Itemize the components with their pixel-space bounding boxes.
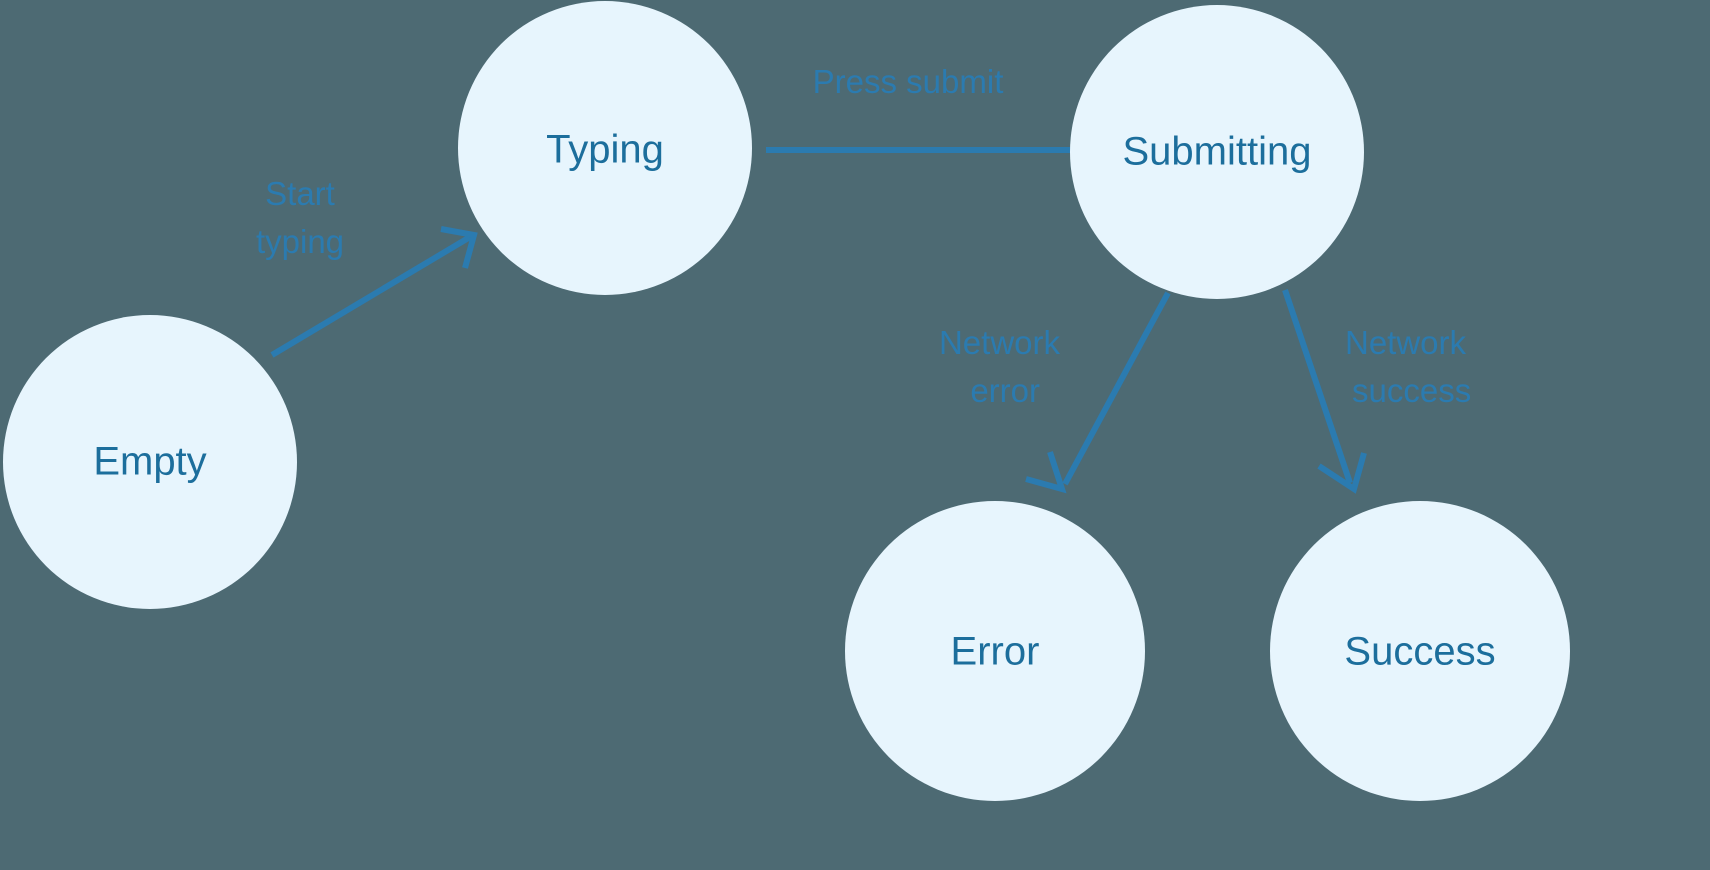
edge-line-submitting-to-error — [1062, 291, 1171, 486]
edge-label-start-typing: Start typing — [256, 175, 344, 260]
state-node-success[interactable]: Success — [1270, 501, 1570, 801]
edge-label-network-success-line-1: Network — [1345, 324, 1467, 361]
edge-submitting-to-success — [1282, 289, 1367, 494]
state-node-submitting-label: Submitting — [1123, 130, 1312, 174]
state-node-empty[interactable]: Empty — [3, 315, 297, 609]
state-node-submitting[interactable]: Submitting — [1070, 5, 1364, 299]
state-node-typing-circle[interactable] — [458, 1, 752, 295]
arrowhead-submitting-to-success — [1317, 452, 1367, 494]
edge-label-network-error-line-1: Network — [939, 324, 1061, 361]
state-node-typing[interactable]: Typing — [458, 1, 752, 295]
edge-line-empty-to-typing — [270, 234, 472, 358]
state-node-submitting-circle[interactable] — [1070, 5, 1364, 299]
edge-label-press-submit: Press submit — [813, 63, 1004, 100]
edge-submitting-to-error — [1025, 291, 1171, 494]
state-node-success-circle[interactable] — [1270, 501, 1570, 801]
edge-label-start-typing-line-1: Start — [265, 175, 335, 212]
state-node-success-label: Success — [1344, 630, 1495, 674]
edge-label-network-error-line-2: error — [970, 372, 1040, 409]
state-node-error-circle[interactable] — [845, 501, 1145, 801]
edge-label-press-submit-line-1: Press submit — [813, 63, 1004, 100]
edge-label-network-error: Network error — [939, 324, 1061, 409]
state-node-typing-label: Typing — [546, 128, 664, 172]
state-node-empty-label: Empty — [93, 440, 206, 484]
edge-label-network-success: Network success — [1345, 324, 1471, 409]
edge-line-submitting-to-success — [1282, 289, 1353, 484]
state-node-error[interactable]: Error — [845, 501, 1145, 801]
state-node-error-label: Error — [951, 630, 1040, 674]
arrowhead-empty-to-typing — [440, 226, 478, 269]
edge-label-network-success-line-2: success — [1352, 372, 1471, 409]
arrowhead-submitting-to-error — [1025, 451, 1067, 494]
state-node-empty-circle[interactable] — [3, 315, 297, 609]
edge-label-start-typing-line-2: typing — [256, 223, 344, 260]
edge-empty-to-typing — [270, 226, 478, 358]
